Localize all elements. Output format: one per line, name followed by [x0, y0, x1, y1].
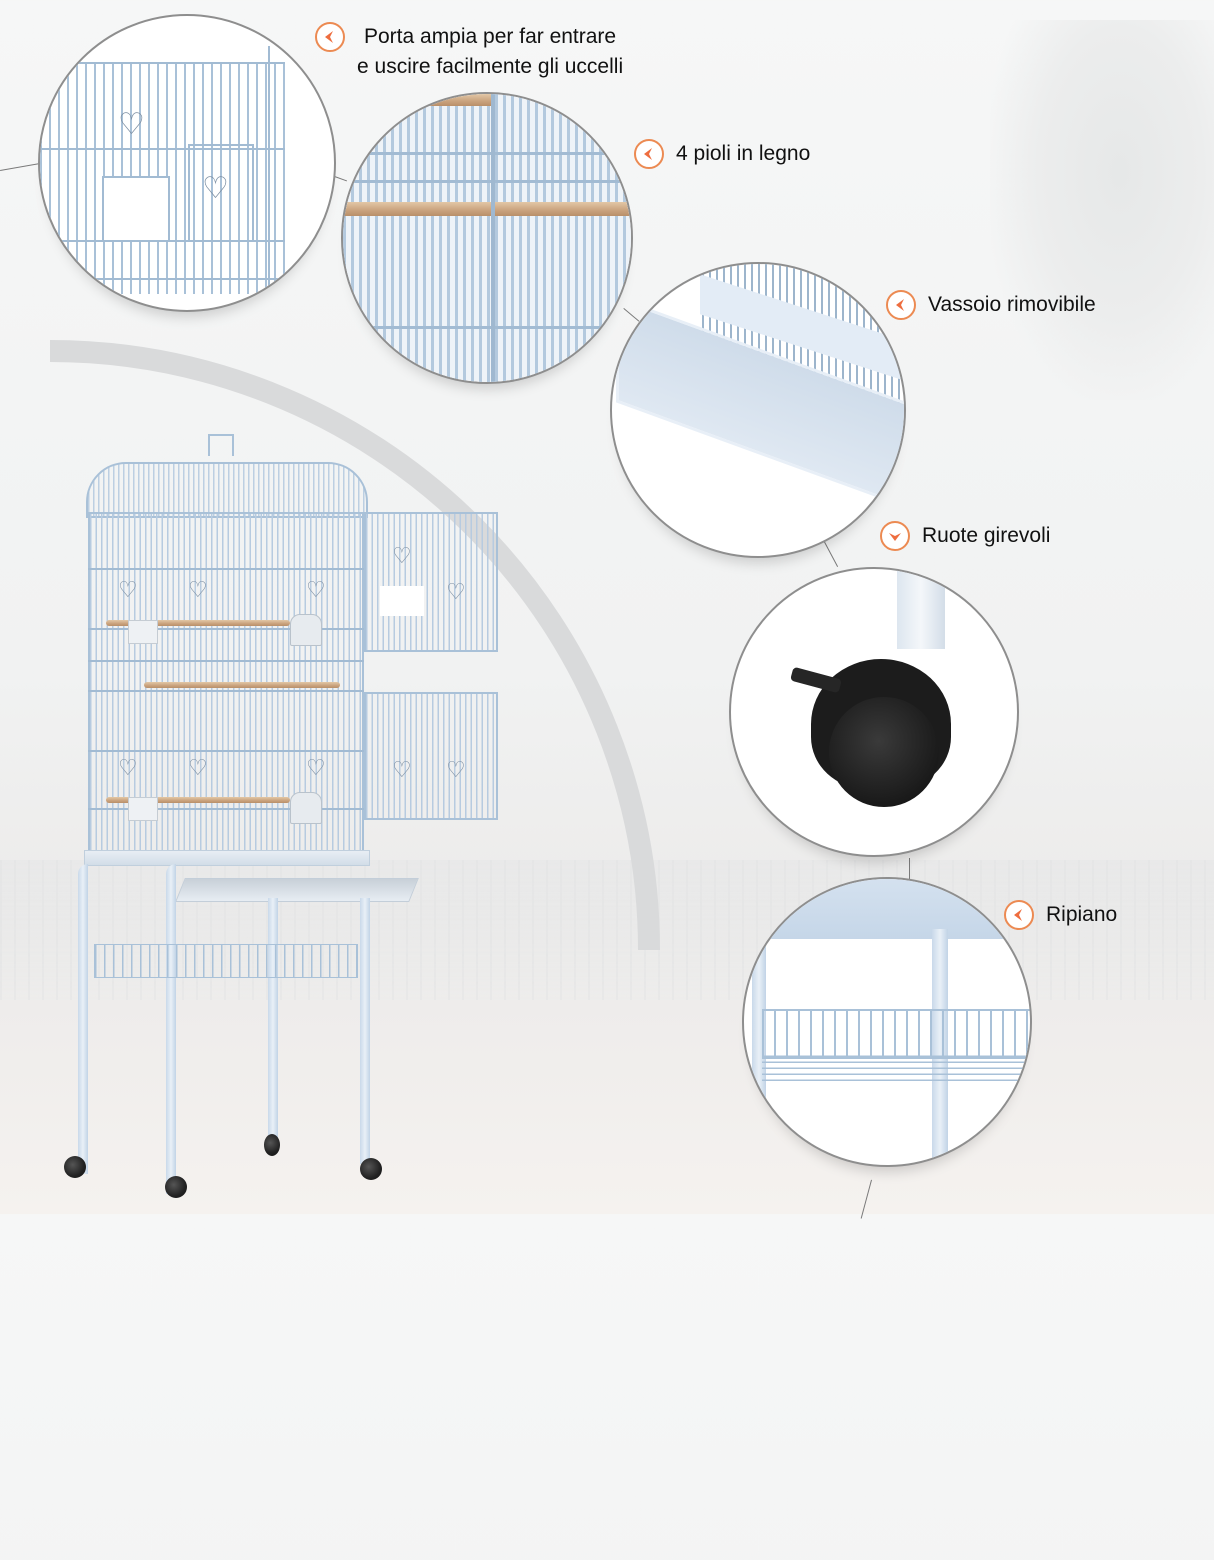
wire-crossbar — [343, 152, 631, 155]
feature-removable-tray: Vassoio rimovibile — [886, 290, 1096, 320]
caster-wheel-icon — [829, 697, 939, 807]
feature-shelf: Ripiano — [1004, 900, 1117, 930]
chevron-left-icon — [315, 22, 345, 52]
storage-shelf-detail — [742, 877, 1032, 1167]
cage-wire-panel — [343, 94, 631, 382]
wooden-perch-detail — [341, 92, 633, 384]
background-ground — [0, 1000, 1214, 1214]
small-door — [188, 144, 254, 242]
chevron-left-icon — [634, 139, 664, 169]
chevron-down-icon — [880, 521, 910, 551]
wire-crossbar — [40, 278, 285, 280]
chevron-left-icon — [886, 290, 916, 320]
wooden-perch — [373, 94, 493, 106]
door-latch — [491, 94, 495, 382]
feature-label: e uscire facilmente gli uccelli — [357, 55, 624, 78]
feature-wooden-perches: 4 pioli in legno — [634, 139, 810, 169]
stand-leg — [897, 569, 945, 649]
removable-tray-detail — [610, 262, 906, 558]
feature-label: Ruote girevoli — [922, 524, 1051, 547]
wire-crossbar — [40, 62, 285, 64]
wide-door-detail: ♡ ♡ — [38, 14, 336, 312]
stand-leg — [752, 919, 766, 1165]
swivel-wheel-detail — [729, 567, 1019, 857]
shelf-top-plate — [744, 879, 1030, 939]
wire-basket-floor — [762, 1055, 1030, 1081]
wire-crossbar — [343, 180, 631, 183]
background-tree — [990, 20, 1214, 400]
chevron-left-icon — [1004, 900, 1034, 930]
heart-ornament-icon: ♡ — [118, 107, 145, 142]
wooden-perch — [343, 202, 631, 216]
door-opening — [102, 176, 170, 242]
feature-swivel-wheels: Ruote girevoli — [880, 521, 1050, 551]
wire-crossbar — [343, 326, 631, 329]
wire-crossbar — [40, 148, 285, 150]
feature-label: 4 pioli in legno — [676, 142, 811, 165]
feature-wide-door: Porta ampia per far entrare e uscire fac… — [315, 22, 623, 82]
feature-label: Ripiano — [1046, 903, 1118, 926]
heart-ornament-icon: ♡ — [202, 171, 229, 206]
feature-label: Vassoio rimovibile — [928, 293, 1096, 316]
door-hinge — [268, 46, 270, 296]
feature-label: Porta ampia per far entrare — [363, 25, 617, 48]
wire-basket — [762, 1009, 1030, 1059]
brake-lever — [790, 666, 842, 694]
